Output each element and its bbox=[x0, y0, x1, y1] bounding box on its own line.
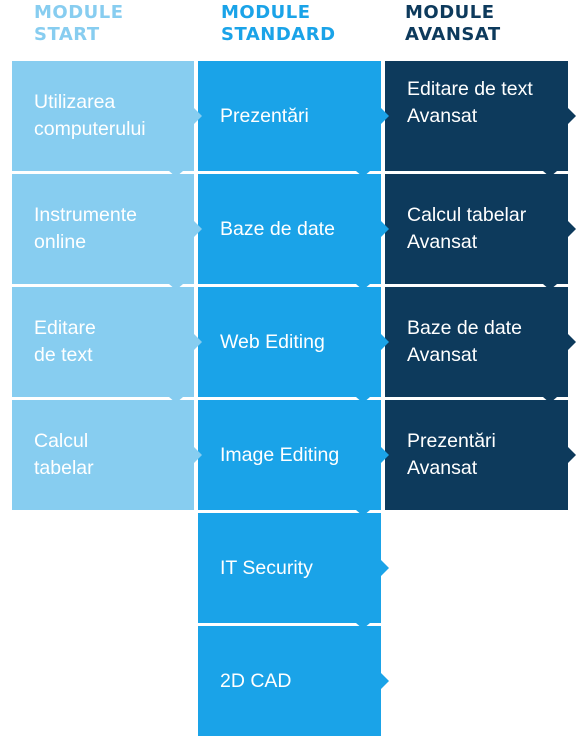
column-header-start: MODULE START bbox=[34, 2, 124, 45]
tile-label: Prezentări bbox=[220, 104, 309, 127]
module-tile-instrumente-online: Instrumente online bbox=[12, 174, 194, 284]
connector-tab-right bbox=[568, 334, 576, 350]
module-tile-editare-de-text-avansat: Editare de text Avansat bbox=[385, 61, 568, 171]
connector-tab-right bbox=[381, 673, 389, 689]
tile-label: 2D CAD bbox=[220, 669, 292, 692]
column-header-avansat: MODULE AVANSAT bbox=[405, 2, 501, 45]
tile-label: Instrumente online bbox=[34, 204, 137, 253]
tile-label: IT Security bbox=[220, 556, 313, 579]
module-tile-it-security: IT Security bbox=[198, 513, 381, 623]
module-tile-calcul-tabelar-avansat: Calcul tabelar Avansat bbox=[385, 174, 568, 284]
connector-tab-right bbox=[568, 447, 576, 463]
tile-label: Baze de date bbox=[220, 217, 335, 240]
tile-label: Calcul tabelar Avansat bbox=[407, 204, 527, 253]
module-tile-baze-de-date-avansat: Baze de date Avansat bbox=[385, 287, 568, 397]
tile-label: Baze de date Avansat bbox=[407, 317, 522, 366]
connector-tab-right bbox=[568, 221, 576, 237]
connector-tab-right bbox=[568, 108, 576, 124]
module-tile-prezentari: Prezentări bbox=[198, 61, 381, 171]
tile-label: Editare de text Avansat bbox=[407, 78, 533, 127]
module-tile-image-editing: Image Editing bbox=[198, 400, 381, 510]
tile-label: Editare de text bbox=[34, 317, 96, 366]
module-tile-2d-cad: 2D CAD bbox=[198, 626, 381, 736]
module-tile-baze-de-date: Baze de date bbox=[198, 174, 381, 284]
tile-label: Utilizarea computerului bbox=[34, 91, 146, 140]
connector-tab-right bbox=[381, 560, 389, 576]
tile-label: Calcul tabelar bbox=[34, 430, 94, 479]
tile-label: Web Editing bbox=[220, 330, 325, 353]
module-tile-prezentari-avansat: Prezentări Avansat bbox=[385, 400, 568, 510]
module-tile-calcul-tabelar: Calcul tabelar bbox=[12, 400, 194, 510]
module-tile-web-editing: Web Editing bbox=[198, 287, 381, 397]
module-tile-editare-de-text: Editare de text bbox=[12, 287, 194, 397]
module-tile-utilizarea-computerului: Utilizarea computerului bbox=[12, 61, 194, 171]
tile-label: Image Editing bbox=[220, 443, 340, 466]
tile-label: Prezentări Avansat bbox=[407, 430, 496, 479]
column-header-standard: MODULE STANDARD bbox=[221, 2, 336, 45]
